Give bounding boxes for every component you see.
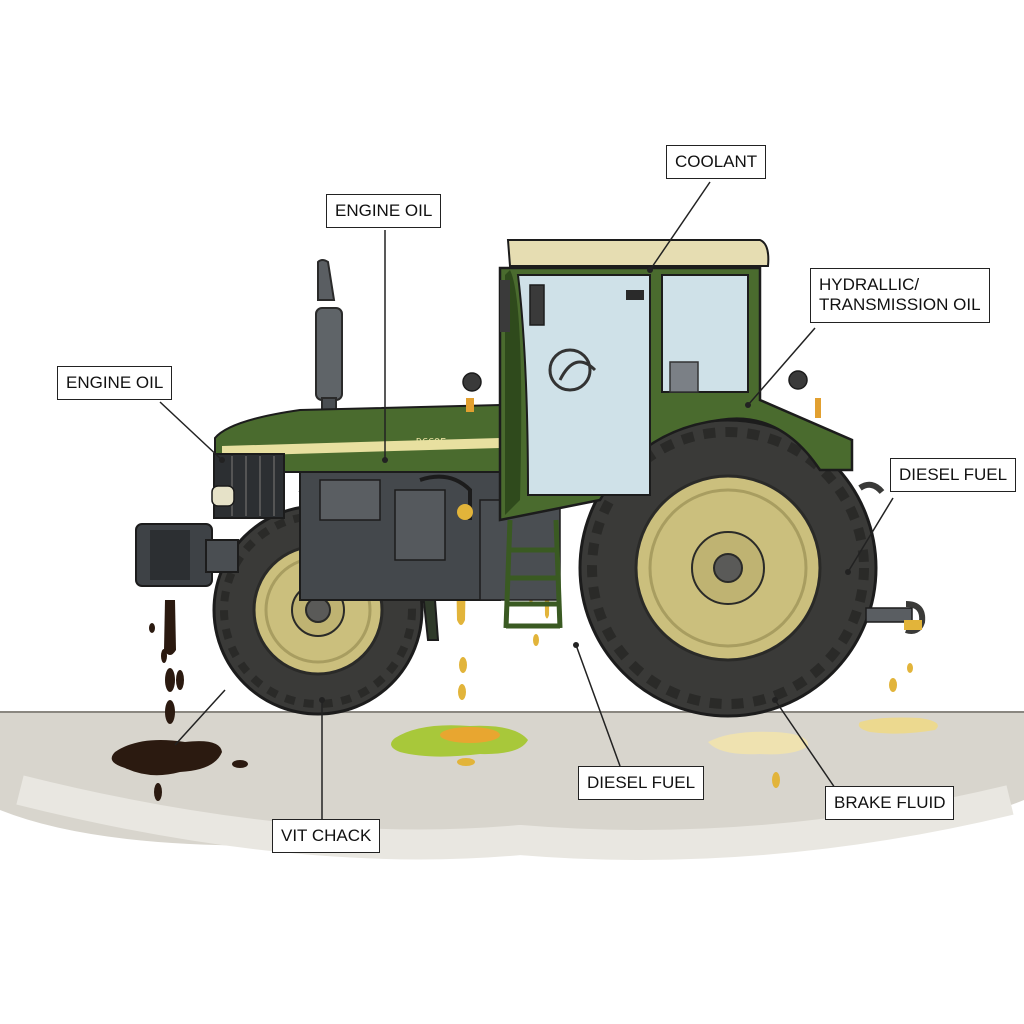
exhaust-stack xyxy=(315,259,343,415)
rear-wheel xyxy=(578,418,878,718)
coolant-puddle xyxy=(391,725,528,766)
front-weights xyxy=(135,523,239,587)
oil-drips xyxy=(149,600,184,801)
rear-hitch xyxy=(858,481,926,634)
label-engine-oil-top: ENGINE OIL xyxy=(326,194,442,229)
label-engine-oil-left: ENGINE OIL xyxy=(57,366,173,401)
ladder xyxy=(503,519,563,629)
label-vit-chack: VIT CHACK xyxy=(272,819,381,854)
label-coolant: COOLANT xyxy=(666,145,767,180)
oil-puddle xyxy=(111,739,248,776)
label-diesel-fuel-bottom: DIESEL FUEL xyxy=(578,766,705,801)
leader-lines xyxy=(159,181,894,820)
label-hydraulic-transmission-oil: HYDRALLIC/ TRANSMISSION OIL xyxy=(810,268,990,323)
brake-fluid-puddle xyxy=(708,717,938,755)
cab xyxy=(462,239,854,522)
engine-block xyxy=(299,469,561,601)
leader-dots xyxy=(219,267,851,703)
label-brake-fluid: BRAKE FLUID xyxy=(825,786,955,821)
hood xyxy=(211,403,501,519)
label-diesel-fuel-right: DIESEL FUEL xyxy=(890,458,1017,493)
hood-badge: DCCOE xyxy=(416,437,446,448)
